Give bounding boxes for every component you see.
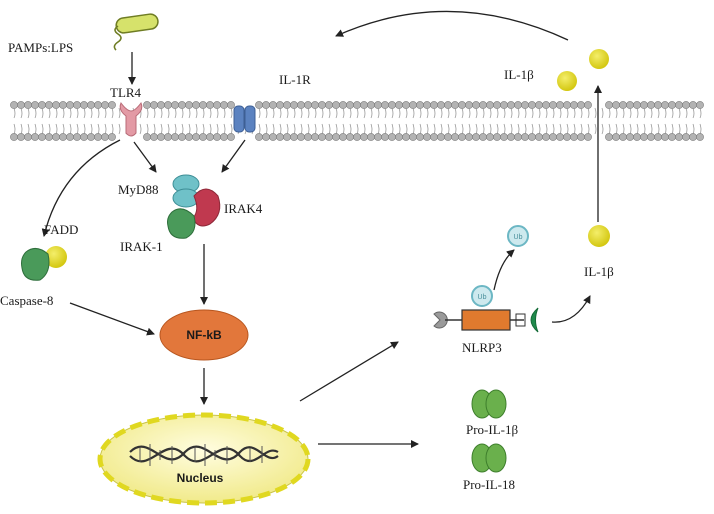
caspase8-label: Caspase-8 (0, 293, 53, 308)
lps-bacterium-icon (113, 13, 159, 51)
nucleus-icon (97, 412, 311, 506)
pro-il1b-icon (471, 389, 507, 419)
il1b-top-label: IL-1β (504, 67, 534, 82)
tlr4-label: TLR4 (110, 85, 142, 100)
nlrp3-label: NLRP3 (462, 340, 502, 355)
ub-label: Ub (478, 294, 487, 301)
ubiquitin-icon (471, 285, 493, 307)
pro-il18-label: Pro-IL-18 (463, 477, 515, 492)
nucleus-label: Nucleus (177, 471, 224, 485)
il1b-mid-label: IL-1β (584, 264, 614, 279)
cell-membrane (10, 101, 704, 141)
pro-il18-icon (471, 443, 507, 473)
tlr4-to-fadd-arrow (41, 139, 121, 237)
myd88-label: MyD88 (118, 182, 158, 197)
il1b-mature-icon (588, 225, 610, 247)
il1r-receptor-icon (233, 105, 256, 133)
tlr4-receptor-icon (119, 102, 143, 137)
ubiquitin-release-arrow (493, 249, 515, 291)
il1b-to-il1r-arrow (335, 10, 569, 41)
il1r-label: IL-1R (279, 72, 311, 87)
irak4-label: IRAK4 (224, 201, 263, 216)
irak1-label: IRAK-1 (120, 239, 163, 254)
tlr4-to-myd88-arrow (133, 141, 157, 173)
caspase8-icon (21, 248, 50, 281)
pamps-label: PAMPs:LPS (8, 40, 73, 55)
ubiquitin-released-icon (507, 225, 529, 247)
il1b-ball-icon (557, 71, 577, 91)
nfkb-icon (159, 309, 249, 361)
pro-il1b-label: Pro-IL-1β (466, 422, 518, 437)
ub-released-label: Ub (514, 234, 523, 241)
nfkb-label: NF-kB (186, 328, 222, 342)
fadd-icon (45, 246, 67, 268)
myd88-irak-complex-icon (167, 174, 221, 239)
caspase8-to-nfkb-arrow (69, 302, 155, 336)
nlrp3-icon (433, 307, 539, 333)
nlrp3-to-il1b-arrow (551, 295, 591, 323)
il1r-to-myd88-arrow (221, 139, 246, 173)
fadd-label: FADD (44, 222, 78, 237)
nucleus-to-nlrp3-arrow (299, 341, 399, 402)
il1b-ball-icon (589, 49, 609, 69)
